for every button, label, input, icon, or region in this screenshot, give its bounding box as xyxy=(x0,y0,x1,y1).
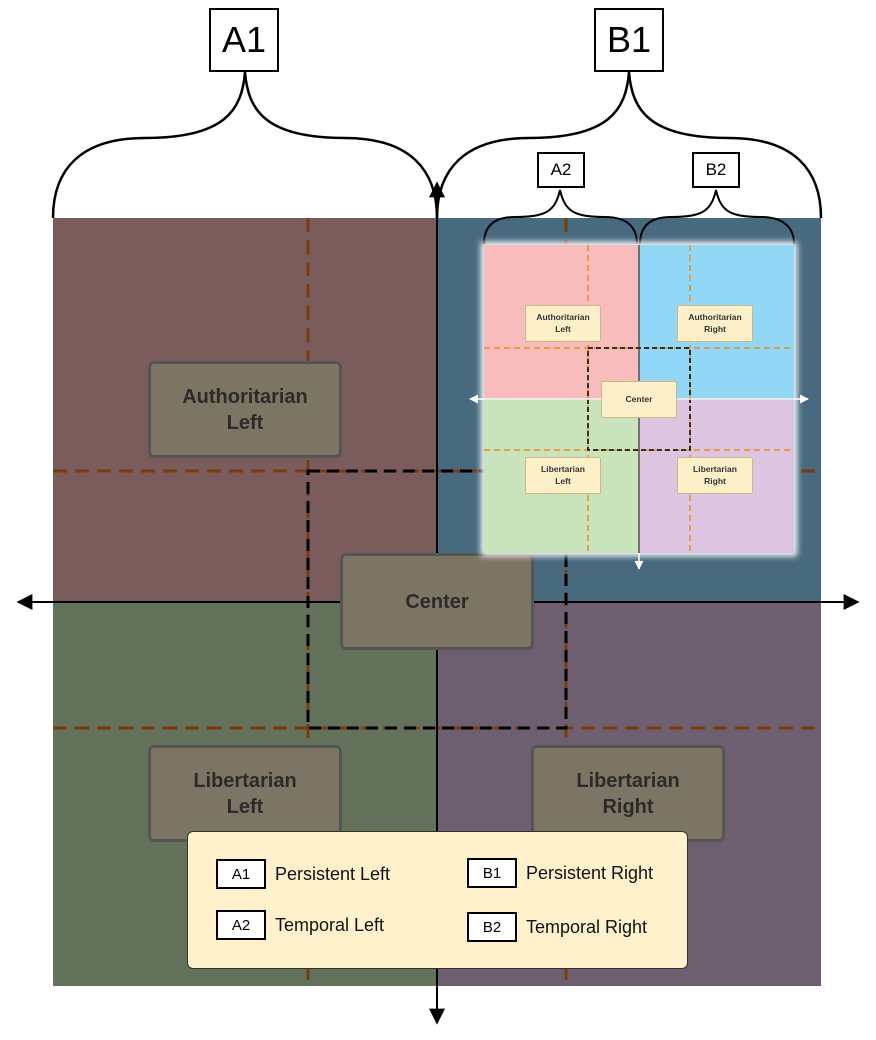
legend-key-a2: A2 xyxy=(216,910,266,940)
legend-item-a2: A2 Temporal Left xyxy=(216,910,384,940)
inset-box-libertarian-left: Libertarian Left xyxy=(525,457,601,494)
inset-box-authoritarian-left: Authoritarian Left xyxy=(525,305,601,342)
legend-text-a1: Persistent Left xyxy=(275,863,391,884)
box-libertarian-left: Libertarian Left xyxy=(148,745,342,842)
legend-text-b2: Temporal Right xyxy=(526,916,648,937)
brace-b1 xyxy=(435,71,823,219)
legend: A1 Persistent Left B1 Persistent Right A… xyxy=(187,831,688,969)
label-b2: B2 xyxy=(692,152,740,188)
label-b1: B1 xyxy=(594,8,664,72)
legend-text-a2: Temporal Left xyxy=(275,914,385,935)
brace-a1 xyxy=(51,71,439,219)
legend-key-b2: B2 xyxy=(467,912,517,942)
brace-b2 xyxy=(639,189,795,245)
box-authoritarian-left: Authoritarian Left xyxy=(148,361,342,458)
legend-key-b1: B1 xyxy=(467,858,517,888)
legend-text-b1: Persistent Right xyxy=(526,862,654,883)
label-a2: A2 xyxy=(537,152,585,188)
legend-item-a1: A1 Persistent Left xyxy=(216,859,390,889)
inset-box-authoritarian-right: Authoritarian Right xyxy=(677,305,753,342)
inset-box-center: Center xyxy=(601,381,677,418)
brace-a2 xyxy=(483,189,638,245)
legend-item-b1: B1 Persistent Right xyxy=(467,858,653,888)
legend-key-a1: A1 xyxy=(216,859,266,889)
box-libertarian-right: Libertarian Right xyxy=(531,745,725,842)
legend-item-b2: B2 Temporal Right xyxy=(467,912,647,942)
box-center: Center xyxy=(340,553,534,650)
label-a1: A1 xyxy=(209,8,279,72)
inset-box-libertarian-right: Libertarian Right xyxy=(677,457,753,494)
